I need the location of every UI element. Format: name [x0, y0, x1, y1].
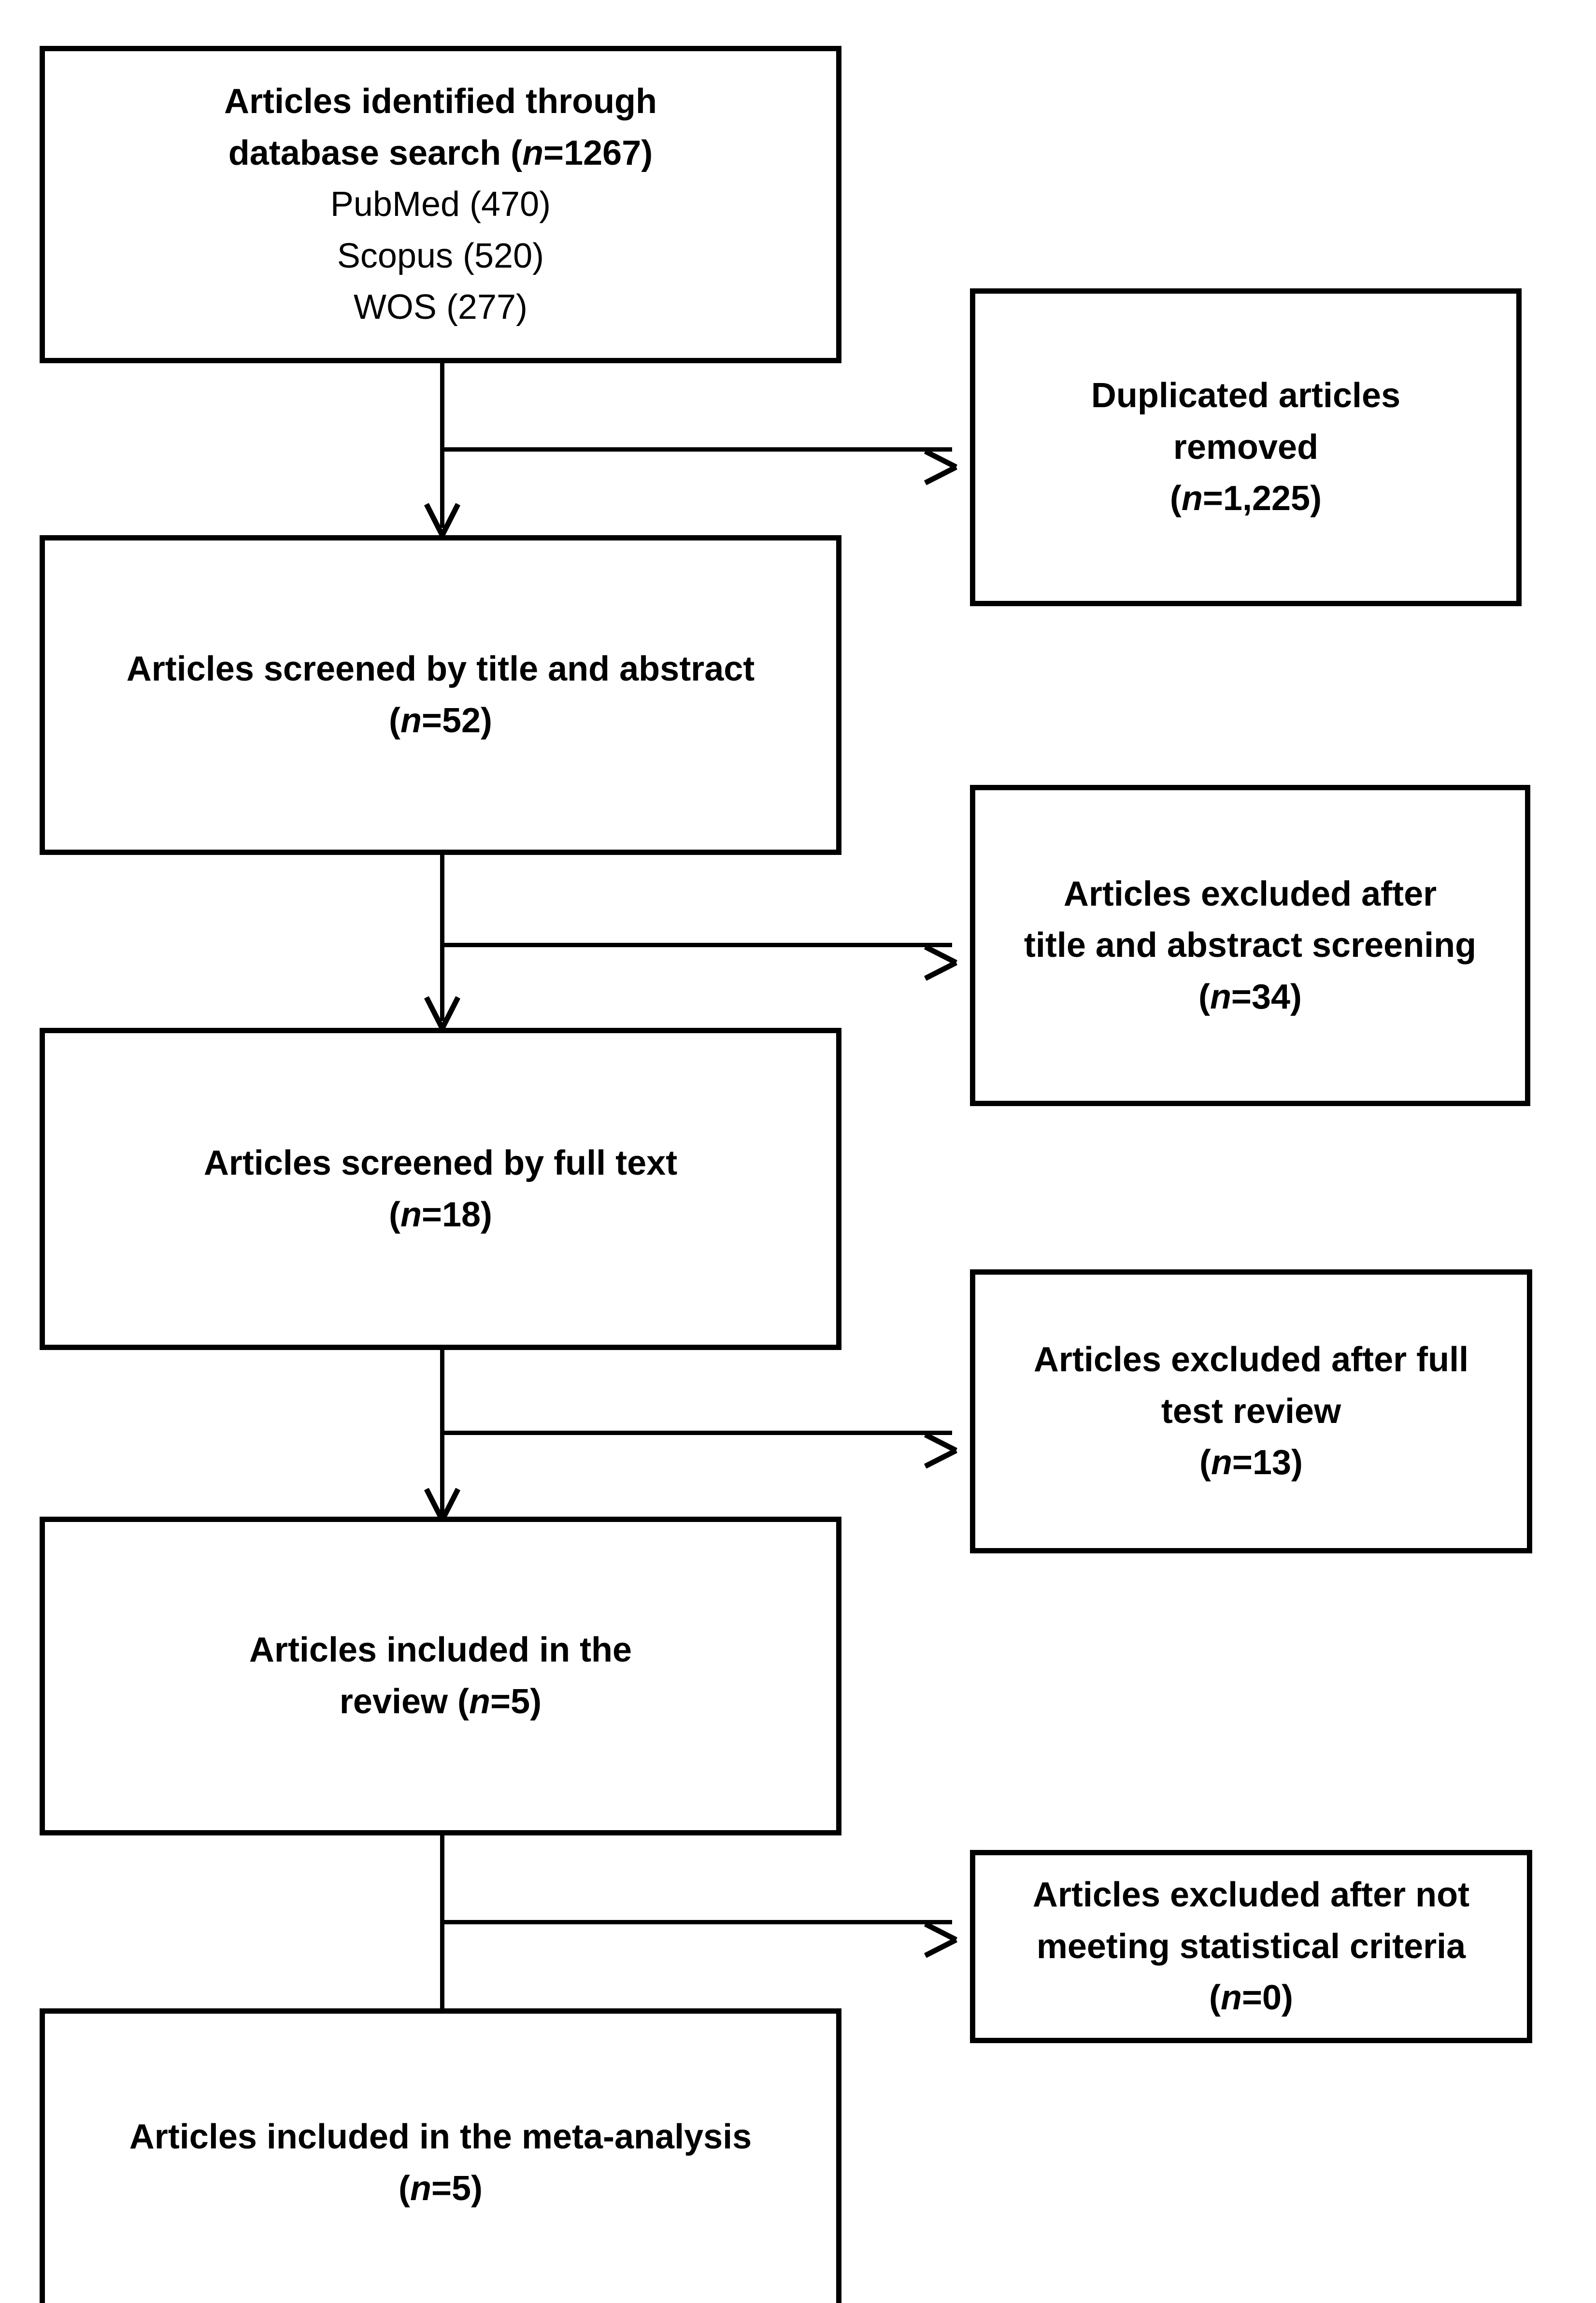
node-line: (n=5)	[398, 2169, 483, 2208]
node-articles-included-meta-analysis: Articles included in the meta-analysis (…	[40, 2008, 841, 2303]
node-articles-identified: Articles identified through database sea…	[40, 46, 841, 363]
node-articles-excluded-title-abstract: Articles excluded after title and abstra…	[970, 785, 1530, 1106]
node-articles-screened-full-text: Articles screened by full text (n=18)	[40, 1028, 841, 1350]
node-line: Articles excluded after full	[1033, 1340, 1469, 1379]
arrowhead-right-excluded-statistical	[924, 1903, 974, 1958]
node-line: (n=34)	[1198, 977, 1302, 1016]
node-line: (n=18)	[388, 1195, 493, 1234]
node-line: database search (n=1267)	[228, 133, 653, 172]
node-line: Articles screened by full text	[203, 1143, 678, 1182]
node-articles-included-review: Articles included in the review (n=5)	[40, 1517, 841, 1835]
node-line: (n=1,225)	[1169, 479, 1322, 518]
connector-stem-identified	[440, 361, 444, 528]
node-line-source: Scopus (520)	[337, 236, 544, 275]
arrowhead-down-screened-full-text	[423, 994, 461, 1030]
connector-branch-excluded-title-abstract	[440, 943, 952, 947]
node-articles-screened-title-abstract: Articles screened by title and abstract …	[40, 535, 841, 855]
connector-stem-screened-title-abstract	[440, 853, 444, 1021]
arrowhead-down-screened-title-abstract	[423, 500, 461, 537]
node-line: Articles identified through	[224, 82, 657, 121]
connector-branch-duplicates	[440, 447, 952, 452]
node-articles-excluded-statistical-criteria: Articles excluded after not meeting stat…	[970, 1850, 1532, 2043]
node-line: Articles excluded after not	[1032, 1876, 1470, 1915]
node-line: (n=52)	[388, 701, 493, 740]
node-line: Articles screened by title and abstract	[126, 650, 755, 689]
node-line-source: WOS (277)	[353, 288, 528, 327]
connector-branch-excluded-full-text	[440, 1431, 952, 1435]
arrowhead-right-excluded-title-abstract	[924, 926, 974, 981]
connector-branch-excluded-statistical	[440, 1920, 952, 1924]
node-line: removed	[1173, 427, 1319, 467]
node-line-source: PubMed (470)	[330, 185, 551, 224]
node-line: review (n=5)	[339, 1682, 542, 1721]
node-line: Articles excluded after	[1063, 874, 1437, 913]
node-line: meeting statistical criteria	[1036, 1927, 1466, 1966]
node-articles-excluded-full-text: Articles excluded after full test review…	[970, 1269, 1532, 1553]
node-line: title and abstract screening	[1024, 926, 1477, 965]
node-line: (n=13)	[1199, 1443, 1303, 1482]
arrowhead-right-duplicates	[924, 430, 974, 485]
node-duplicated-articles-removed: Duplicated articles removed (n=1,225)	[970, 288, 1522, 606]
arrowhead-down-included-review	[423, 1485, 461, 1521]
node-line: Duplicated articles	[1091, 376, 1401, 415]
node-line: (n=0)	[1209, 1978, 1294, 2018]
arrowhead-right-excluded-full-text	[924, 1414, 974, 1469]
node-line: Articles included in the	[249, 1631, 632, 1670]
node-line: test review	[1161, 1392, 1341, 1431]
node-line: Articles included in the meta-analysis	[129, 2118, 752, 2157]
